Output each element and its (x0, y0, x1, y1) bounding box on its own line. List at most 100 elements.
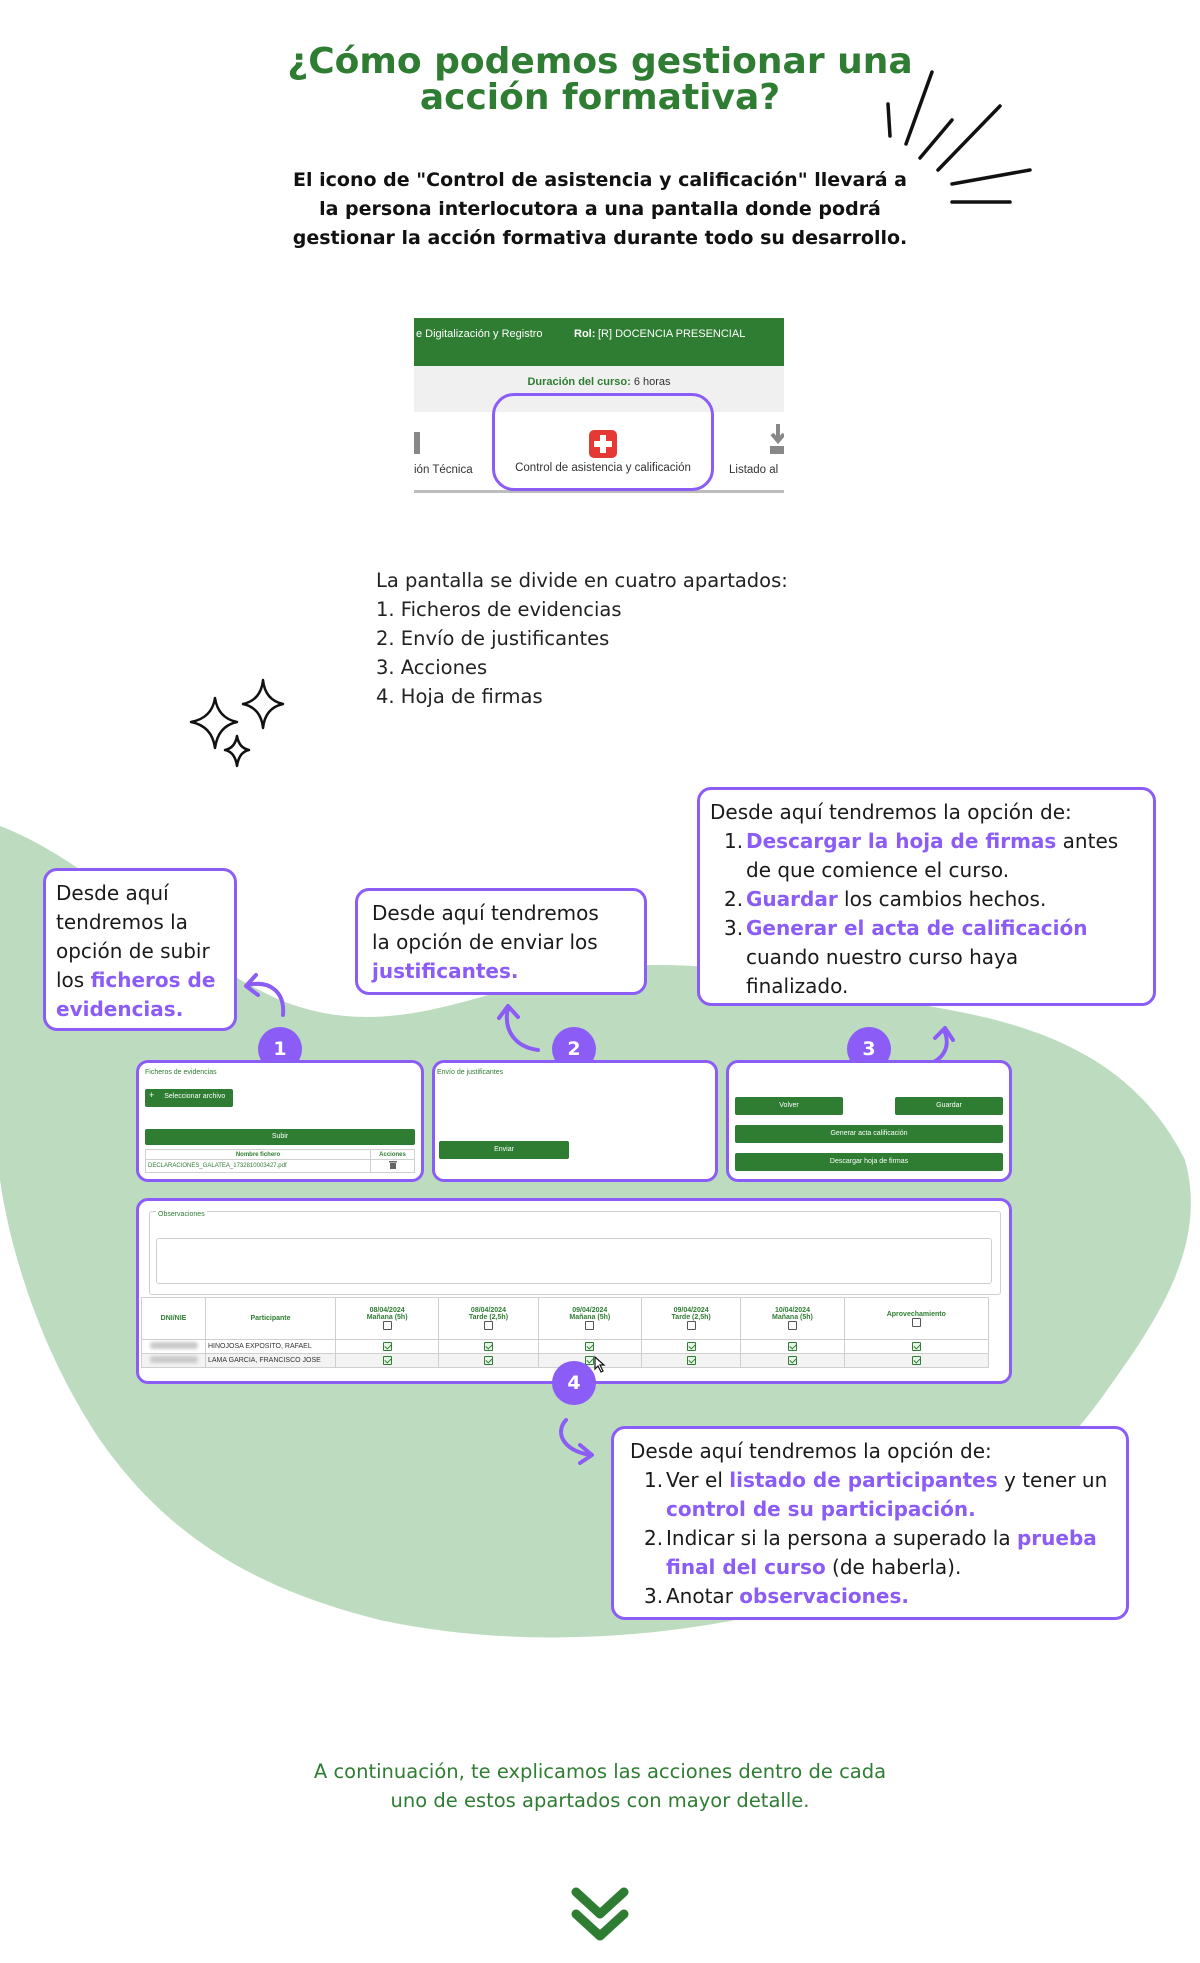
page-title: ¿Cómo podemos gestionar una acción forma… (200, 44, 1000, 116)
intro-line-3: gestionar la acción formativa durante to… (292, 227, 908, 249)
participant-cell: HINOJOSA EXPOSITO, RAFAEL (205, 1339, 336, 1354)
select-all-checkbox[interactable] (686, 1321, 696, 1330)
callout-attendance-sheet: Desde aquí tendremos la opción de: 1. Ve… (611, 1426, 1129, 1620)
chevron-down-icon[interactable] (568, 1884, 632, 1948)
duration-value: 6 horas (633, 376, 671, 388)
select-all-checkbox[interactable] (483, 1321, 493, 1330)
callout4-text: Anotar (666, 1584, 740, 1608)
session-slot: Tarde (2,5h) (671, 1314, 711, 1321)
callout2-line: la opción de enviar los (372, 930, 598, 954)
session-date: 08/04/2024 (369, 1307, 405, 1314)
callout4-highlight: observaciones. (739, 1584, 909, 1608)
curved-arrow-icon (244, 973, 286, 1017)
curved-arrow-icon (497, 1004, 540, 1052)
mouse-pointer-icon (594, 1355, 606, 1373)
column-header: DNI/NIE (141, 1297, 206, 1340)
attendance-checkbox[interactable] (686, 1342, 696, 1351)
app-screenshot-crop: e Digitalización y Registro Rol: [R] DOC… (414, 318, 784, 494)
header-role-value: [R] DOCENCIA PRESENCIAL (598, 328, 746, 340)
callout3-list: 1. Descargar la hoja de firmas antes de … (710, 827, 1143, 1001)
back-button[interactable]: Volver (735, 1097, 843, 1115)
footer-text: A continuación, te explicamos las accion… (240, 1757, 960, 1815)
attendance-checkbox[interactable] (483, 1342, 493, 1351)
callout1-line: tendremos la (56, 910, 188, 934)
callout3-text: cuando nuestro curso haya (746, 945, 1019, 969)
select-all-checkbox[interactable] (585, 1321, 595, 1330)
callout3-intro: Desde aquí tendremos la opción de: (710, 800, 1072, 824)
trash-icon[interactable] (388, 1161, 397, 1169)
title-line-2: acción formativa? (419, 77, 781, 118)
file-actions (370, 1159, 415, 1173)
section-item: 2. Envío de justificantes (376, 627, 610, 650)
attendance-checkbox[interactable] (382, 1356, 392, 1365)
item-number: 2. (724, 887, 744, 911)
observations-group: Observaciones (149, 1211, 1001, 1295)
select-all-checkbox[interactable] (382, 1321, 392, 1330)
pass-checkbox[interactable] (911, 1356, 921, 1365)
callout3-text: los cambios hechos. (837, 887, 1047, 911)
callout3-item: 3. Generar el acta de calificación cuand… (710, 914, 1143, 1001)
burst-decoration-icon (886, 70, 1032, 204)
tab-technical[interactable]: ión Técnica (414, 464, 473, 476)
observations-textarea[interactable] (156, 1238, 992, 1284)
download-signatures-button[interactable]: Descargar hoja de firmas (735, 1153, 1003, 1171)
title-line-1: ¿Cómo podemos gestionar una (287, 41, 913, 82)
redacted-id (149, 1356, 198, 1363)
course-duration: Duración del curso: 6 horas (414, 366, 784, 412)
callout-justificantes: Desde aquí tendremos la opción de enviar… (355, 888, 647, 995)
id-cell (141, 1353, 206, 1368)
footer-line: uno de estos apartados con mayor detalle… (390, 1789, 810, 1812)
select-file-label: Seleccionar archivo (164, 1093, 226, 1100)
select-file-button[interactable]: + Seleccionar archivo (145, 1089, 233, 1107)
callout4-item: 2. Indicar si la persona a superado la p… (630, 1524, 1116, 1582)
section-item: 3. Acciones (376, 656, 488, 679)
observations-label: Observaciones (156, 1211, 207, 1218)
callout1-line: los ficheros de (56, 966, 224, 995)
attendance-checkbox[interactable] (585, 1356, 595, 1365)
tab-attendance-grading[interactable]: Control de asistencia y calificación (492, 393, 714, 491)
select-all-checkbox[interactable] (911, 1317, 921, 1327)
table-row: HINOJOSA EXPOSITO, RAFAEL (141, 1339, 990, 1354)
redacted-id (149, 1342, 198, 1349)
attendance-checkbox[interactable] (483, 1356, 493, 1365)
badge-4: 4 (552, 1361, 596, 1405)
tab-underline (414, 490, 784, 493)
sections-intro: La pantalla se divide en cuatro apartado… (376, 569, 788, 592)
column-header: Nombre fichero (145, 1149, 371, 1160)
duration-label: Duración del curso: (527, 376, 631, 388)
callout4-text: Ver el (666, 1468, 730, 1492)
upload-button[interactable]: Subir (145, 1129, 415, 1145)
save-button[interactable]: Guardar (895, 1097, 1003, 1115)
callout1-line: opción de subir (56, 939, 210, 963)
table-row: LAMA GARCIA, FRANCISCO JOSE (141, 1353, 990, 1368)
session-date: 09/04/2024 (673, 1307, 709, 1314)
item-number: 2. (644, 1526, 664, 1550)
attendance-checkbox[interactable] (382, 1342, 392, 1351)
tab-listado[interactable]: Listado al (729, 464, 779, 476)
panel1-title: Ficheros de evidencias (145, 1069, 217, 1076)
item-number: 3. (724, 916, 744, 940)
curved-arrow-icon (559, 1418, 594, 1465)
session-header: Aprovechamiento (843, 1297, 990, 1340)
select-all-checkbox[interactable] (787, 1321, 797, 1330)
attendance-checkbox[interactable] (585, 1342, 595, 1351)
send-button[interactable]: Enviar (439, 1141, 569, 1159)
file-link[interactable]: DECLARACIONES_GALATEA_1732810003427.pdf (145, 1159, 371, 1173)
generate-report-button[interactable]: Generar acta calificación (735, 1125, 1003, 1143)
callout4-text: (de haberla). (825, 1555, 962, 1579)
attendance-checkbox[interactable] (787, 1356, 797, 1365)
pass-checkbox[interactable] (911, 1342, 921, 1351)
attendance-checkbox[interactable] (686, 1356, 696, 1365)
callout3-item: 1. Descargar la hoja de firmas antes de … (710, 827, 1143, 885)
callout4-item: 3. Anotar observaciones. (630, 1582, 1116, 1611)
footer-line: A continuación, te explicamos las accion… (313, 1760, 887, 1783)
panel-actions: Volver Guardar Generar acta calificación… (726, 1060, 1012, 1182)
attendance-checkbox[interactable] (787, 1342, 797, 1351)
session-slot: Tarde (2,5h) (468, 1314, 509, 1321)
callout2-line: Desde aquí tendremos (372, 901, 599, 925)
callout-evidence-files: Desde aquí tendremos la opción de subir … (43, 868, 237, 1031)
intro-line-2: la persona interlocutora a una pantalla … (319, 198, 881, 220)
